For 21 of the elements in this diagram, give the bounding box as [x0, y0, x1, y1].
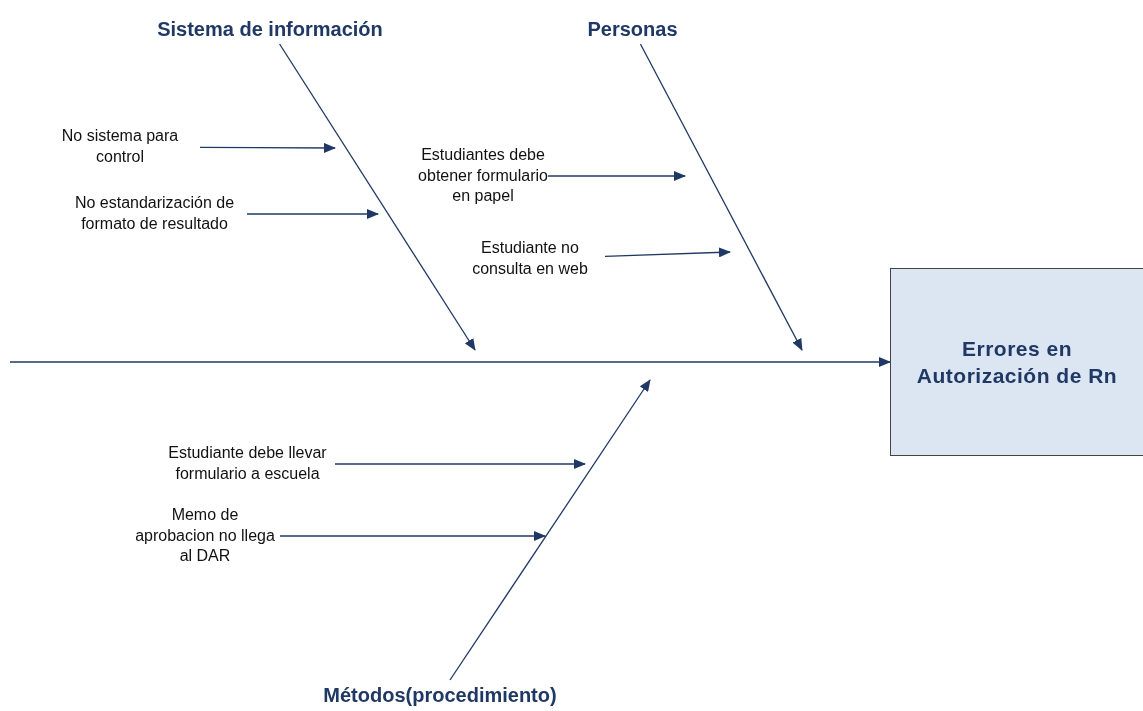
arrow [547, 171, 686, 181]
arrow [449, 379, 651, 681]
effect-text: Errores en Autorización de Rn [915, 335, 1119, 389]
effect-box [890, 268, 1143, 456]
arrow [278, 43, 476, 351]
arrow [246, 209, 379, 219]
cause-text: No estandarización de formato de resultado [62, 178, 247, 250]
arrow [334, 459, 586, 469]
category-label: Personas [565, 14, 700, 44]
cause-text: Estudiante debe llevar formulario a escuela [160, 428, 335, 500]
arrow [199, 142, 336, 153]
category-label: Métodos(procedimiento) [300, 680, 580, 710]
cause-text: Estudiante no consulta en web [455, 234, 605, 284]
cause-text: Memo de aprobacion no llega al DAR [130, 500, 280, 572]
arrow [639, 43, 803, 351]
spine-arrow [9, 357, 891, 367]
arrow [279, 531, 546, 541]
cause-text: No sistema para control [40, 122, 200, 172]
arrow [604, 247, 731, 258]
cause-text: Estudiantes debe obtener formulario en papel [418, 128, 548, 224]
category-label: Sistema de información [125, 14, 415, 44]
